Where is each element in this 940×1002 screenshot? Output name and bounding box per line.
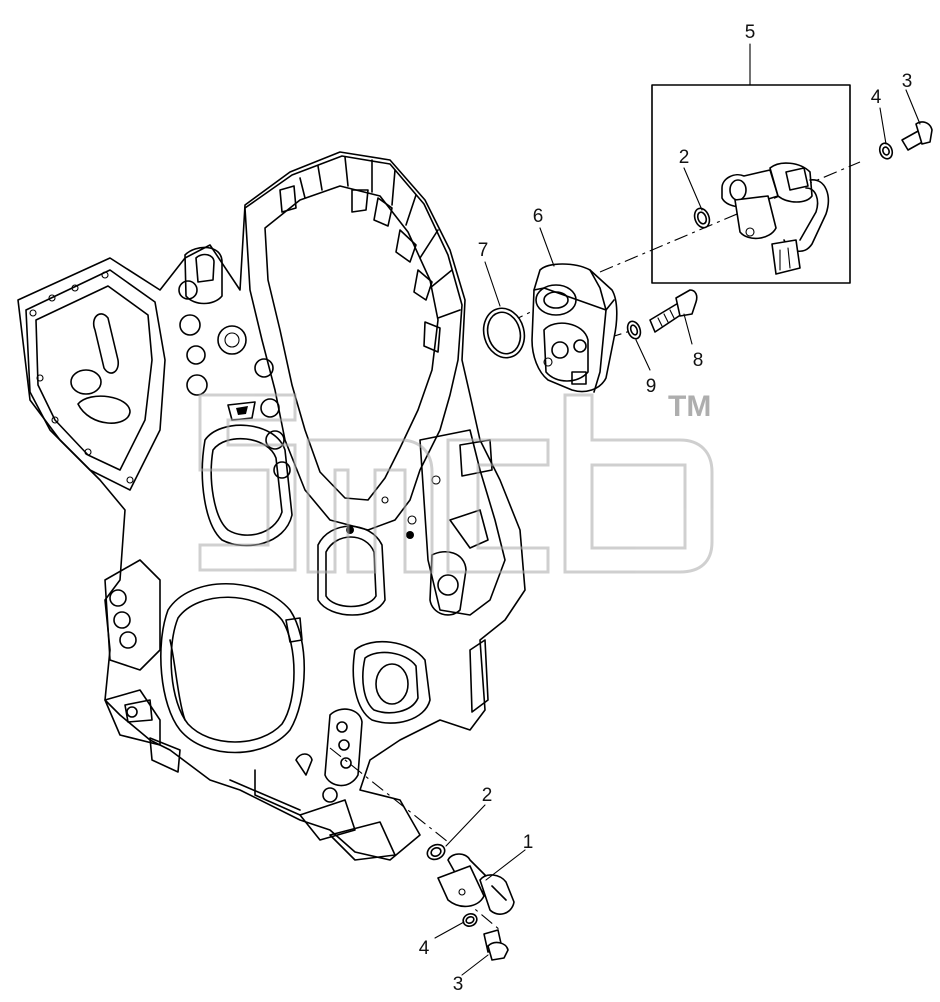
part-3-bottom-bolt — [483, 929, 509, 961]
part-2-bottom-o-ring — [426, 843, 446, 861]
part-7-o-ring — [482, 307, 526, 359]
watermark: TM — [198, 390, 714, 574]
part-4-top-washer — [878, 142, 894, 160]
callout-1: 1 — [523, 832, 534, 853]
callout-8: 8 — [693, 350, 704, 371]
callout-3-top: 3 — [902, 71, 913, 92]
callout-2-top: 2 — [679, 147, 690, 168]
leader-lines — [434, 89, 921, 976]
part-1-speed-sensor — [437, 853, 515, 915]
callout-5: 5 — [745, 22, 756, 43]
part-3-top-bolt — [901, 121, 933, 151]
front-cover-housing — [17, 151, 526, 861]
part-8-bolt — [649, 289, 698, 333]
callout-7: 7 — [478, 240, 489, 261]
callout-2-bottom: 2 — [482, 785, 493, 806]
watermark-tm: TM — [668, 390, 711, 423]
callout-4-bottom: 4 — [419, 938, 430, 959]
part-4-bottom-washer — [462, 913, 478, 927]
callout-3-bottom: 3 — [453, 974, 464, 995]
part-6-adapter-plate — [531, 263, 618, 393]
callout-numbers: 5 3 4 2 6 7 8 9 2 1 4 3 — [419, 22, 913, 995]
callout-4-top: 4 — [871, 87, 882, 108]
callout-6: 6 — [533, 206, 544, 227]
part-9-washer — [626, 320, 642, 340]
part-5-sensor-kit — [651, 43, 851, 284]
callout-9: 9 — [646, 376, 657, 397]
